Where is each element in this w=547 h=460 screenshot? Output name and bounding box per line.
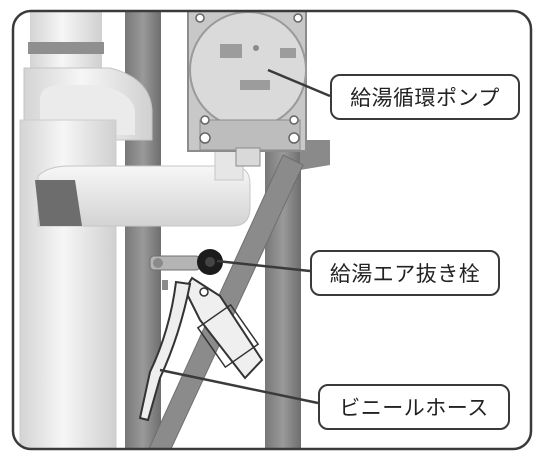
circulation-pump <box>187 11 307 167</box>
leader-lines <box>159 68 331 405</box>
vinyl-hose <box>138 280 192 422</box>
air-vent-plug-label: 給湯エア抜き栓 <box>310 250 500 296</box>
pump-label: 給湯循環ポンプ <box>330 74 520 120</box>
insulated-pipes <box>19 11 251 449</box>
frame <box>11 9 533 451</box>
air-vent-plug <box>149 249 264 380</box>
vinyl-hose-label: ビニールホース <box>318 384 510 430</box>
